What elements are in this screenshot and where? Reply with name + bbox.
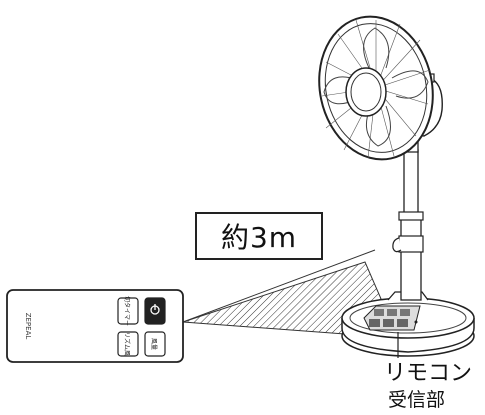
receiver-label-line2: 受信部 <box>388 389 446 411</box>
base-control-panel <box>363 305 421 331</box>
timer-button[interactable] <box>117 297 139 325</box>
rhythm-button-label: リズム風 <box>123 332 131 356</box>
remote-control: 切タイマー リズム風 風量 ZEPEAL <box>6 289 184 363</box>
timer-button-label: 切タイマー <box>123 296 131 326</box>
fan-base <box>341 291 475 357</box>
rhythm-button[interactable] <box>117 331 139 357</box>
fan-guard <box>318 15 434 161</box>
airflow-button-label: 風量 <box>150 338 157 350</box>
distance-label-box: 約3m <box>195 212 323 260</box>
distance-label: 約3m <box>220 221 298 254</box>
fan-pole <box>392 149 424 301</box>
airflow-button[interactable] <box>144 331 166 357</box>
receiver-label-line1: リモコン <box>384 361 473 386</box>
remote-brand-logo: ZEPEAL <box>24 313 32 340</box>
power-button[interactable] <box>144 297 166 325</box>
